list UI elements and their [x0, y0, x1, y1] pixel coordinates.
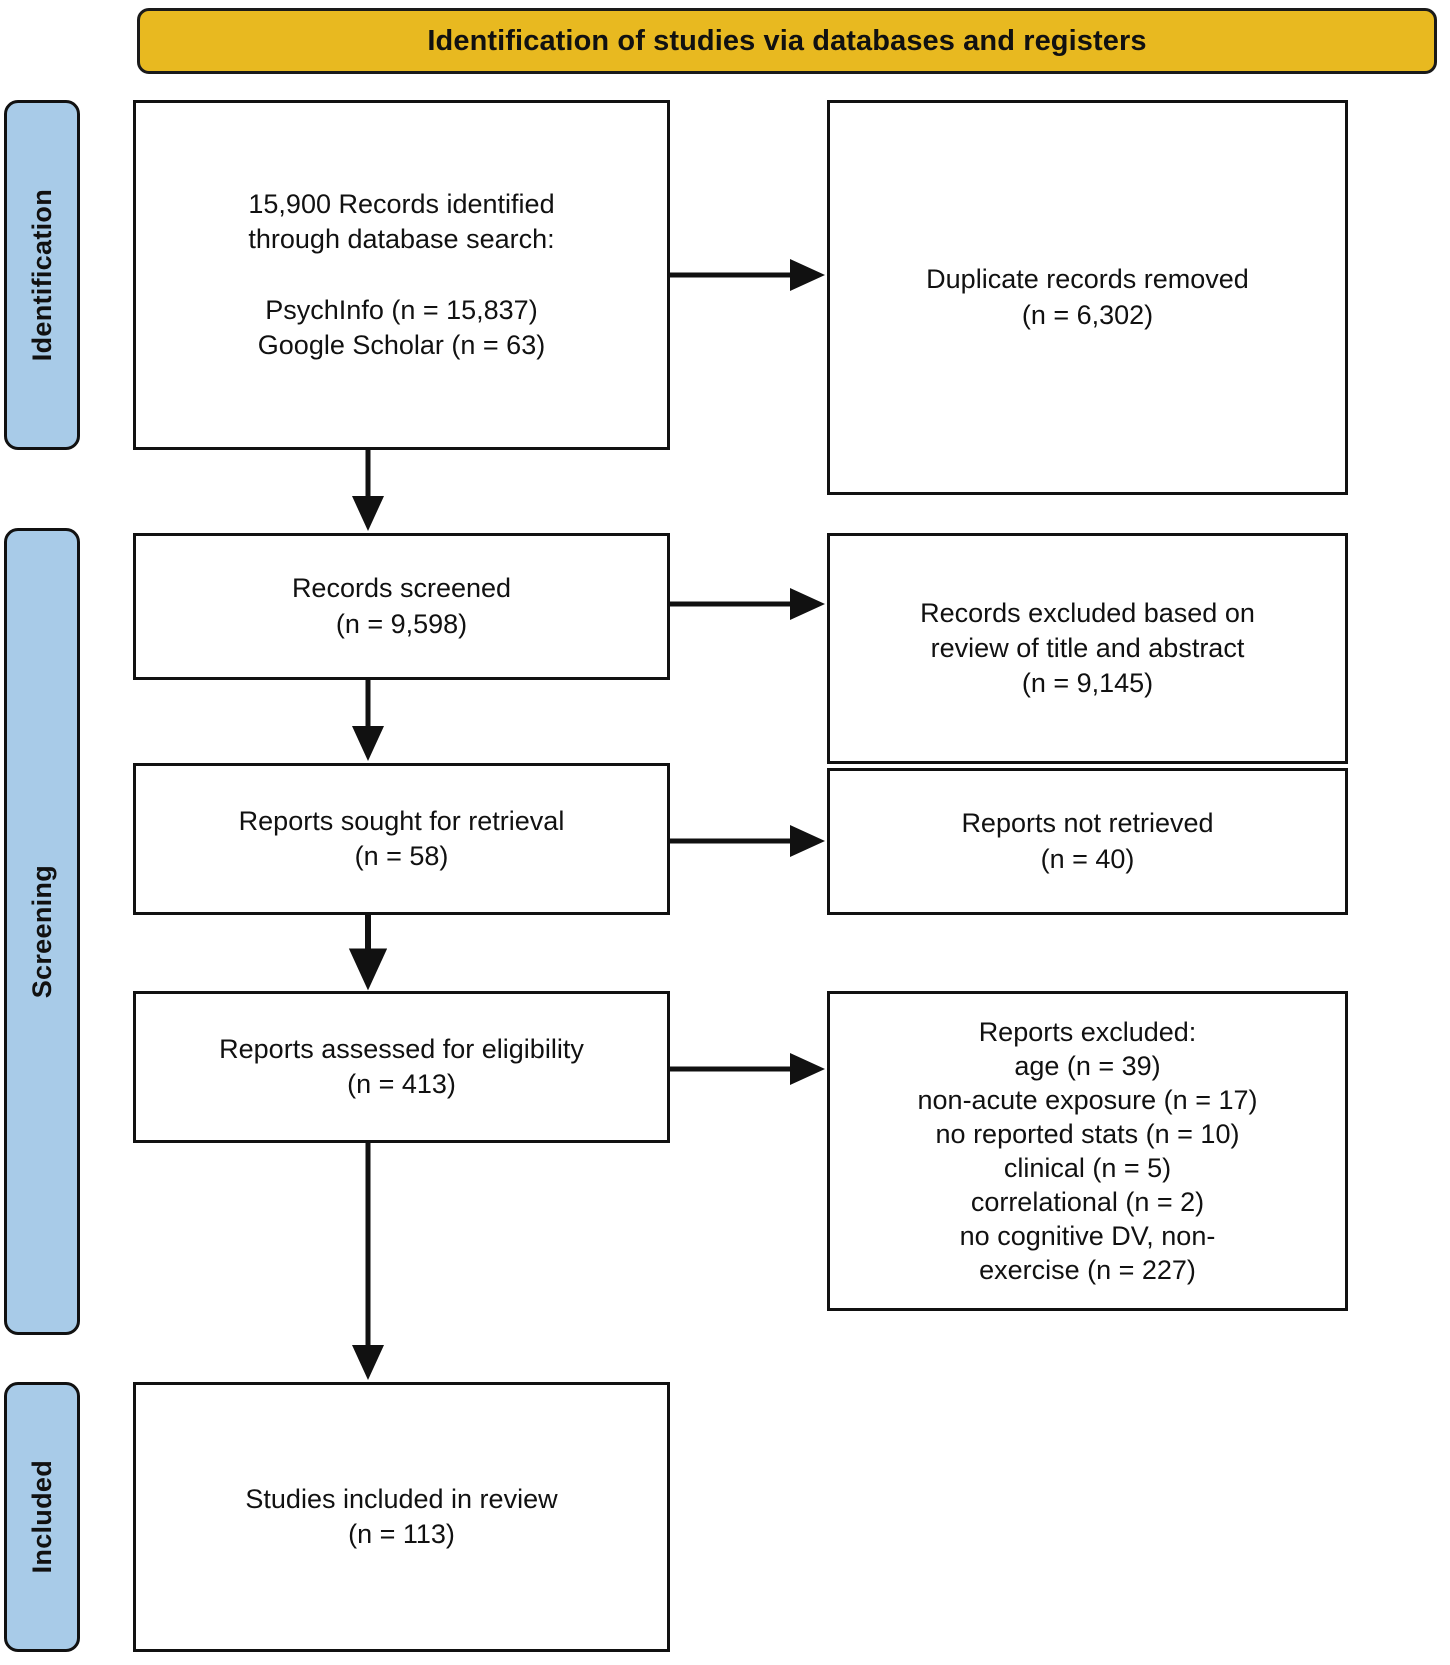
box-reports-sought-for-retrieval-text: Reports sought for retrieval (n = 58) [238, 805, 565, 871]
stage-label-included: Included [4, 1382, 80, 1652]
box-records-screened: Records screened (n = 9,598) [133, 533, 670, 680]
box-records-excluded: Records excluded based on review of titl… [827, 533, 1348, 764]
box-reports-assessed-for-eligibility-text: Reports assessed for eligibility (n = 41… [219, 1033, 584, 1099]
stage-label-identification-text: Identification [26, 188, 57, 362]
diagram-title: Identification of studies via databases … [427, 24, 1147, 57]
diagram-header-banner: Identification of studies via databases … [137, 8, 1437, 74]
box-reports-not-retrieved: Reports not retrieved (n = 40) [827, 768, 1348, 915]
stage-label-included-text: Included [26, 1460, 57, 1574]
box-records-screened-text: Records screened (n = 9,598) [291, 573, 512, 639]
box-reports-sought-for-retrieval: Reports sought for retrieval (n = 58) [133, 763, 670, 915]
box-records-excluded-text: Records excluded based on review of titl… [920, 597, 1255, 699]
box-studies-included-in-review-text: Studies included in review (n = 113) [245, 1483, 558, 1549]
stage-label-screening: Screening [4, 528, 80, 1335]
box-reports-not-retrieved-text: Reports not retrieved (n = 40) [961, 808, 1214, 874]
stage-label-identification: Identification [4, 100, 80, 450]
box-records-identified: 15,900 Records identified through databa… [133, 100, 670, 450]
box-reports-excluded-reasons: Reports excluded: age (n = 39) non-acute… [827, 991, 1348, 1311]
box-reports-excluded-reasons-text: Reports excluded: age (n = 39) non-acute… [917, 1016, 1258, 1286]
stage-label-screening-text: Screening [26, 864, 57, 999]
box-duplicate-records-removed: Duplicate records removed (n = 6,302) [827, 100, 1348, 495]
box-reports-assessed-for-eligibility: Reports assessed for eligibility (n = 41… [133, 991, 670, 1143]
box-studies-included-in-review: Studies included in review (n = 113) [133, 1382, 670, 1652]
box-duplicate-records-removed-text: Duplicate records removed (n = 6,302) [926, 264, 1249, 330]
box-records-identified-text: 15,900 Records identified through databa… [248, 189, 555, 360]
